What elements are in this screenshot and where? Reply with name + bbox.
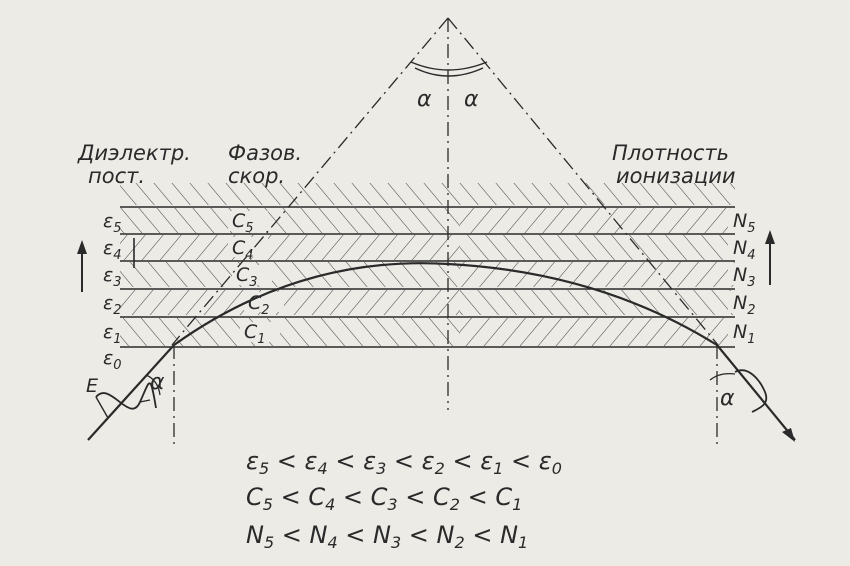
incident-angle-label: α — [150, 370, 165, 395]
apex-right-line — [447, 17, 719, 346]
layer-5 — [120, 208, 735, 233]
right-up-arrow — [765, 230, 775, 285]
incoming-ray — [87, 344, 175, 441]
apex-angle-right-label: α — [464, 87, 479, 112]
eps-label-5: ε5 — [103, 210, 122, 236]
header-dielectric-line1: Диэлектр. — [77, 141, 191, 165]
ray-path — [173, 262, 718, 346]
outgoing-arrow-icon — [782, 428, 795, 442]
eps-label-0: ε0 — [103, 347, 122, 373]
construction-lines — [171, 17, 719, 445]
n-label-2: N2 — [733, 292, 756, 318]
c-label-4: C4 — [232, 237, 254, 263]
eps-label-2: ε2 — [103, 292, 122, 318]
inequality-line-3: N5 < N4 < N3 < N2 < N1 — [246, 521, 528, 552]
header-dielectric-line2: пост. — [88, 164, 145, 188]
apex-left-line — [171, 17, 449, 346]
hatched-layers — [120, 183, 735, 346]
header-ionization-line2: ионизации — [616, 164, 736, 188]
left-up-arrow — [77, 240, 87, 292]
apex-angle-left-label: α — [417, 87, 432, 112]
angle-labels: α α α α E — [86, 87, 735, 411]
c-label-3: C3 — [236, 264, 258, 290]
c-label-5: C5 — [232, 210, 254, 236]
header-phase-line1: Фазов. — [228, 141, 302, 165]
column-headers: Диэлектр. пост. Фазов. скор. Плотность и… — [77, 141, 736, 188]
exit-angle-label: α — [720, 386, 735, 411]
n-label-3: N3 — [733, 264, 756, 290]
inequality-line-1: ε5 < ε4 < ε3 < ε2 < ε1 < ε0 — [246, 447, 562, 478]
top-hatch-band — [120, 183, 735, 205]
c-label-2: C2 — [248, 292, 270, 318]
inequality-line-2: C5 < C4 < C3 < C2 < C1 — [246, 483, 522, 514]
outgoing-ray — [709, 344, 796, 442]
outgoing-wave-icon — [734, 369, 768, 413]
label-backgrounds — [228, 208, 768, 342]
inequalities: ε5 < ε4 < ε3 < ε2 < ε1 < ε0 C5 < C4 < C3 … — [246, 447, 562, 552]
c-label-1: C1 — [244, 321, 266, 347]
layer-1 — [120, 318, 735, 346]
apex-angle-arcs — [410, 61, 488, 77]
n-label-5: N5 — [733, 210, 756, 236]
wave-label: E — [86, 375, 98, 397]
eps-label-4: ε4 — [103, 237, 122, 263]
layer-3 — [120, 262, 735, 287]
layer-labels: ε5 C5 N5 ε4 C4 N4 ε3 C3 N3 ε2 C2 N2 ε1 C1 N1 ε0 — [103, 210, 756, 373]
n-label-1: N1 — [733, 321, 756, 347]
header-phase-line2: скор. — [228, 164, 285, 188]
layer-2 — [120, 290, 735, 315]
n-label-4: N4 — [733, 237, 756, 263]
header-ionization-line1: Плотность — [612, 141, 729, 165]
layer-boundaries — [120, 206, 735, 348]
layer-4 — [120, 235, 735, 260]
incoming-wave-icon — [95, 382, 157, 410]
eps-label-1: ε1 — [103, 321, 122, 347]
eps-label-3: ε3 — [103, 264, 122, 290]
